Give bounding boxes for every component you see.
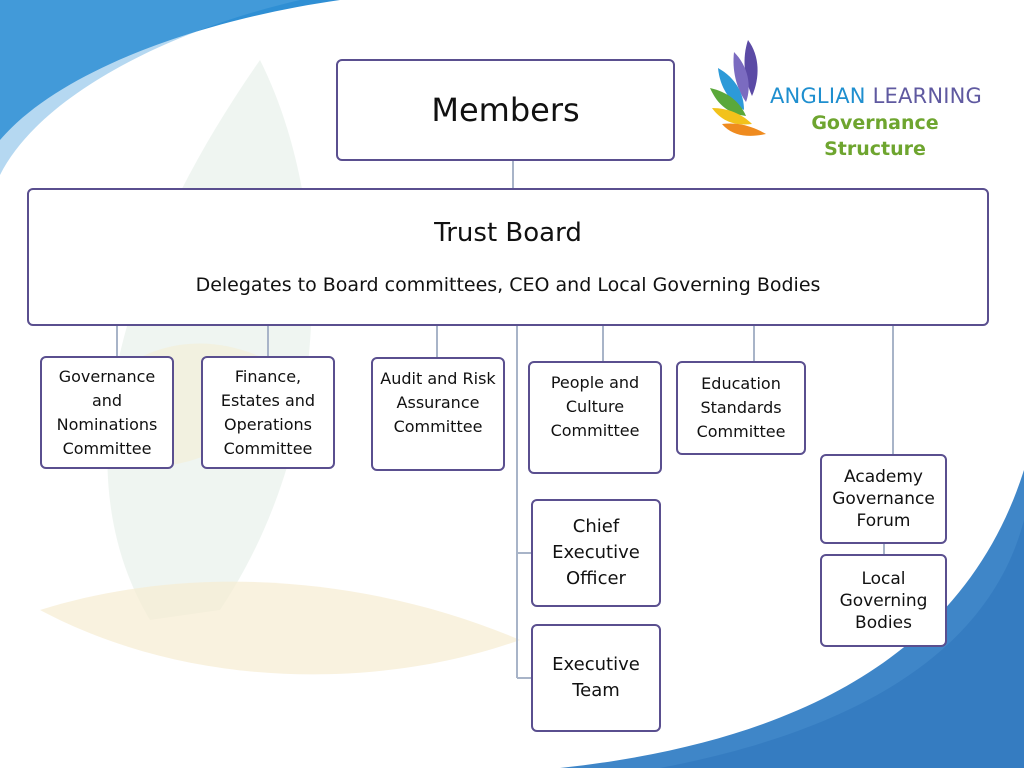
audit-line-1: Audit and Risk bbox=[380, 369, 496, 388]
academy-governance-forum-box: Academy Governance Forum bbox=[820, 454, 947, 544]
logo-petals-icon bbox=[710, 40, 766, 136]
logo-brand-first: ANGLIAN bbox=[769, 84, 866, 108]
audit-line-3: Committee bbox=[393, 417, 483, 436]
finance-line-3: Operations bbox=[224, 414, 312, 434]
finance-line-4: Committee bbox=[223, 438, 313, 458]
ceo-line-3: Officer bbox=[566, 568, 626, 589]
logo-brand-second: LEARNING bbox=[872, 84, 983, 108]
governance-line-3: Nominations bbox=[56, 414, 158, 434]
education-standards-committee-box: Education Standards Committee bbox=[676, 361, 806, 455]
ceo-line-1: Chief bbox=[572, 516, 620, 537]
top-left-wave bbox=[0, 0, 340, 140]
finance-line-1: Finance, bbox=[234, 366, 302, 386]
trust-board-subtitle: Delegates to Board committees, CEO and L… bbox=[195, 274, 821, 296]
audit-risk-committee-box: Audit and Risk Assurance Committee bbox=[371, 357, 505, 471]
logo-subtitle-line2: Structure bbox=[824, 138, 926, 160]
education-line-3: Committee bbox=[696, 422, 786, 441]
ceo-line-2: Executive bbox=[552, 542, 640, 563]
right-wave-accent bbox=[660, 520, 1024, 768]
people-line-1: People and bbox=[550, 373, 640, 392]
bodies-line-1: Local bbox=[861, 568, 906, 589]
top-left-wave-light bbox=[0, 0, 300, 175]
trust-board-title: Trust Board bbox=[434, 218, 582, 248]
governance-line-2: and bbox=[91, 390, 123, 410]
executive-team-box: Executive Team bbox=[531, 624, 661, 732]
finance-estates-operations-committee-box: Finance, Estates and Operations Committe… bbox=[201, 356, 335, 469]
people-line-3: Committee bbox=[550, 421, 640, 440]
governance-line-4: Committee bbox=[62, 438, 152, 458]
bodies-line-2: Governing bbox=[839, 590, 928, 611]
local-governing-bodies-box: Local Governing Bodies bbox=[820, 554, 947, 647]
governance-line-1: Governance bbox=[58, 366, 156, 386]
trust-board-box: Trust Board Delegates to Board committee… bbox=[27, 188, 989, 326]
governance-nominations-committee-box: Governance and Nominations Committee bbox=[40, 356, 174, 469]
forum-line-1: Academy bbox=[844, 467, 923, 487]
forum-line-3: Forum bbox=[856, 511, 911, 531]
forum-line-2: Governance bbox=[832, 489, 935, 509]
audit-line-2: Assurance bbox=[396, 393, 480, 412]
people-line-2: Culture bbox=[565, 397, 625, 416]
members-box: Members bbox=[336, 59, 675, 161]
members-label: Members bbox=[431, 91, 580, 129]
people-culture-committee-box: People and Culture Committee bbox=[528, 361, 662, 474]
bodies-line-3: Bodies bbox=[855, 612, 912, 633]
education-line-2: Standards bbox=[700, 398, 782, 417]
chief-executive-officer-box: Chief Executive Officer bbox=[531, 499, 661, 607]
team-line-2: Team bbox=[572, 680, 620, 701]
logo-brand-name: ANGLIAN LEARNING bbox=[758, 84, 994, 108]
petal-watermark-2 bbox=[40, 581, 520, 675]
education-line-1: Education bbox=[701, 374, 781, 393]
logo-subtitle-line1: Governance bbox=[811, 112, 939, 134]
finance-line-2: Estates and bbox=[220, 390, 316, 410]
team-line-1: Executive bbox=[552, 654, 640, 675]
